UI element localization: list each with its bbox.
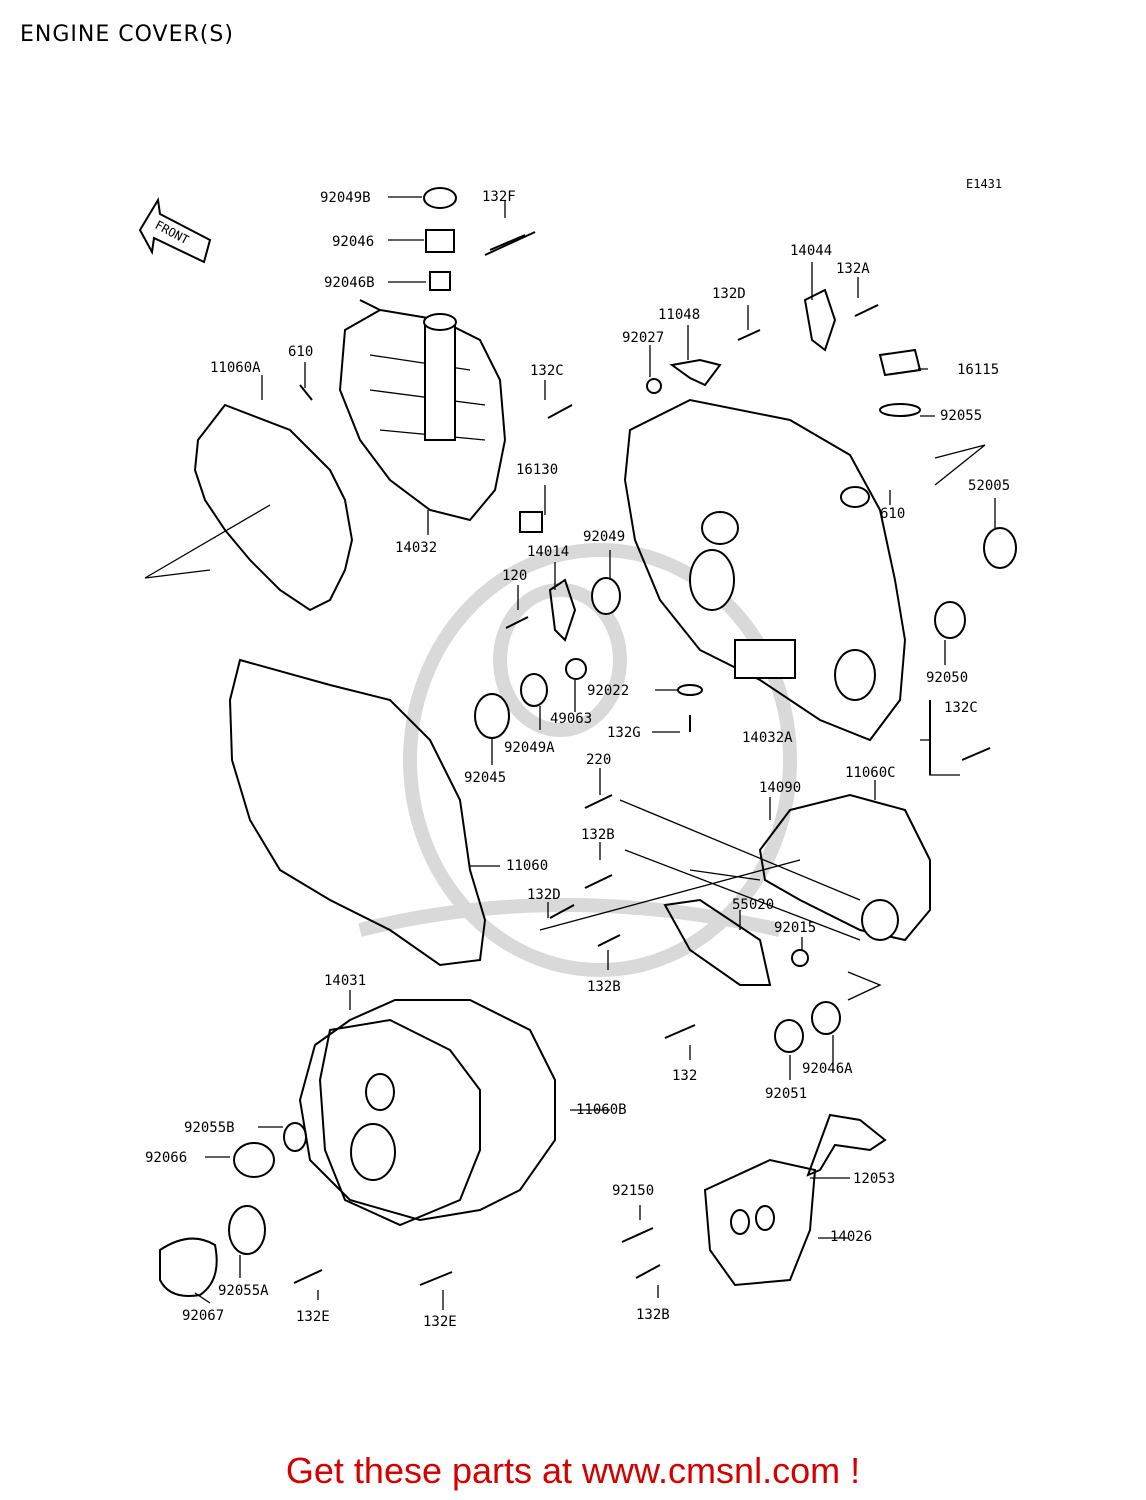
label-132: 132 bbox=[672, 1068, 697, 1084]
bearing-stack bbox=[299, 187, 536, 401]
label-120: 120 bbox=[502, 568, 527, 584]
label-92055b: 92055B bbox=[184, 1120, 235, 1136]
label-92067: 92067 bbox=[182, 1308, 224, 1324]
gasket-11060a bbox=[193, 403, 354, 612]
label-92046: 92046 bbox=[332, 234, 374, 250]
front-label: FRONT bbox=[153, 218, 191, 247]
watermark-logo bbox=[358, 543, 797, 977]
label-11060c: 11060C bbox=[845, 765, 896, 781]
label-14090: 14090 bbox=[759, 780, 801, 796]
label-49063: 49063 bbox=[550, 711, 592, 727]
label-610-b: 610 bbox=[880, 506, 905, 522]
label-16130: 16130 bbox=[516, 462, 558, 478]
label-220: 220 bbox=[586, 752, 611, 768]
label-132b-a: 132B bbox=[581, 827, 615, 843]
water-pump-cover-14090 bbox=[663, 793, 931, 1053]
label-132c-a: 132C bbox=[530, 363, 564, 379]
label-92046b: 92046B bbox=[324, 275, 375, 291]
bolts bbox=[293, 234, 991, 1286]
label-16115: 16115 bbox=[957, 362, 999, 378]
leader-lines bbox=[144, 196, 996, 1310]
label-610-a: 610 bbox=[288, 344, 313, 360]
label-92055a: 92055A bbox=[218, 1283, 269, 1299]
diagram-code: E1431 bbox=[966, 177, 1002, 191]
label-132d-b: 132D bbox=[527, 887, 561, 903]
label-92049: 92049 bbox=[583, 529, 625, 545]
label-14026: 14026 bbox=[830, 1229, 872, 1245]
label-92051: 92051 bbox=[765, 1086, 807, 1102]
label-132f: 132F bbox=[482, 189, 516, 205]
label-11060b: 11060B bbox=[576, 1102, 627, 1118]
label-132e-a: 132E bbox=[296, 1309, 330, 1325]
label-92066: 92066 bbox=[145, 1150, 187, 1166]
label-92150: 92150 bbox=[612, 1183, 654, 1199]
label-12053: 12053 bbox=[853, 1171, 895, 1187]
label-14031: 14031 bbox=[324, 973, 366, 989]
label-14032a: 14032A bbox=[742, 730, 793, 746]
label-92049a: 92049A bbox=[504, 740, 555, 756]
label-14014: 14014 bbox=[527, 544, 569, 560]
page-title: ENGINE COVER(S) bbox=[20, 22, 234, 47]
label-132a: 132A bbox=[836, 261, 870, 277]
label-92050: 92050 bbox=[926, 670, 968, 686]
right-cover-14032a bbox=[623, 398, 907, 742]
label-11060: 11060 bbox=[506, 858, 548, 874]
label-132c-b: 132C bbox=[944, 700, 978, 716]
label-92015: 92015 bbox=[774, 920, 816, 936]
label-132d-a: 132D bbox=[712, 286, 746, 302]
footer-cta-link[interactable]: Get these parts at www.cmsnl.com ! bbox=[285, 1450, 861, 1491]
label-11048: 11048 bbox=[658, 307, 700, 323]
gasket-11060 bbox=[228, 658, 487, 967]
generator-cover-14031 bbox=[159, 999, 556, 1297]
label-55020: 55020 bbox=[732, 897, 774, 913]
small-parts-right bbox=[474, 288, 1017, 775]
front-direction-arrow: FRONT bbox=[138, 197, 212, 264]
label-92027: 92027 bbox=[622, 330, 664, 346]
label-92049b: 92049B bbox=[320, 190, 371, 206]
label-14044: 14044 bbox=[790, 243, 832, 259]
label-92055: 92055 bbox=[940, 408, 982, 424]
label-92046a: 92046A bbox=[802, 1061, 853, 1077]
label-132b-b: 132B bbox=[587, 979, 621, 995]
label-92045: 92045 bbox=[464, 770, 506, 786]
label-132b-c: 132B bbox=[636, 1307, 670, 1323]
label-11060a: 11060A bbox=[210, 360, 261, 376]
label-52005: 52005 bbox=[968, 478, 1010, 494]
sprocket-cover-14026 bbox=[703, 1113, 887, 1287]
clutch-cover-14032 bbox=[338, 308, 507, 522]
label-92022: 92022 bbox=[587, 683, 629, 699]
part-labels: 92049B 132F 92046 92046B 610 11060A 1403… bbox=[145, 189, 1010, 1330]
label-132g: 132G bbox=[607, 725, 641, 741]
label-132e-b: 132E bbox=[423, 1314, 457, 1330]
label-14032: 14032 bbox=[395, 540, 437, 556]
